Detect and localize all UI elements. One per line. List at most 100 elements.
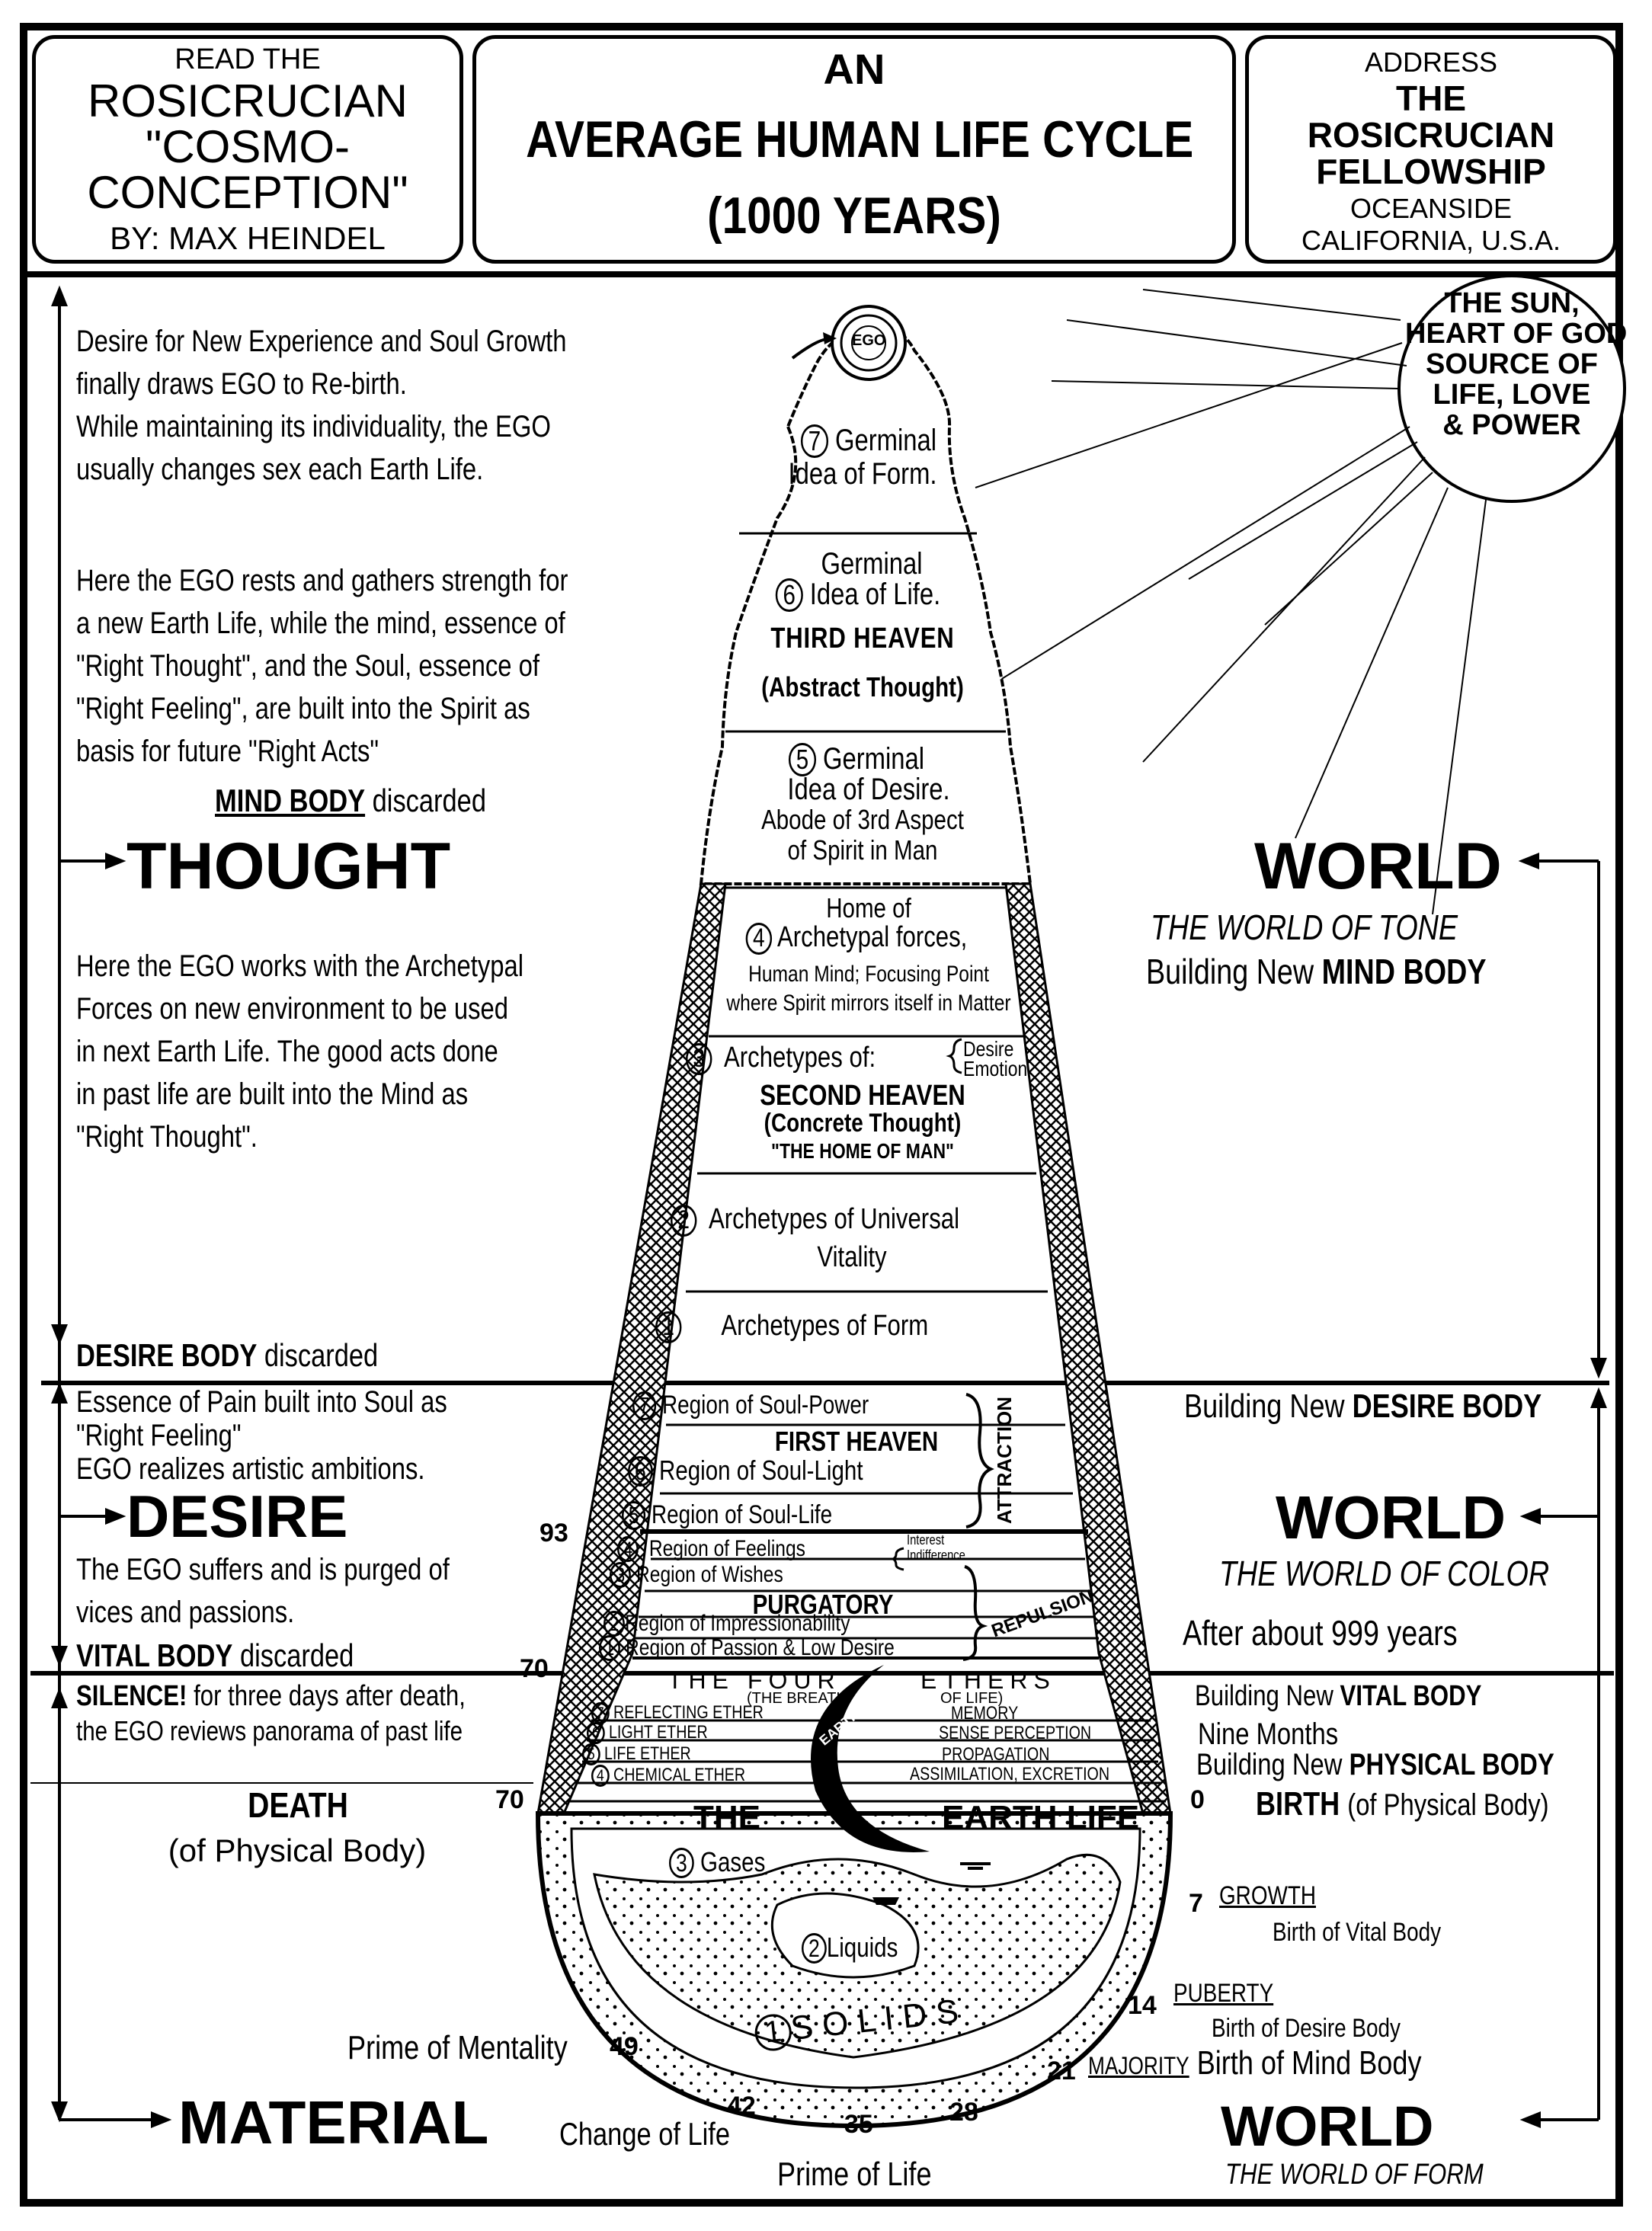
archetypes-of-form: 1 Archetypes of Form: [655, 1310, 929, 1343]
world-thought-label: WORLD: [1254, 830, 1502, 903]
assimilation-excretion: ASSIMILATION, EXCRETION: [910, 1764, 1110, 1784]
life-ether: 5 LIFE ETHER: [582, 1743, 691, 1765]
world-of-tone: THE WORLD OF TONE: [1151, 907, 1458, 947]
num-5: 5: [582, 1743, 600, 1765]
home-of-man: "THE HOME OF MAN": [771, 1139, 954, 1163]
death-sub: (of Physical Body): [168, 1832, 427, 1868]
num-2: 2: [603, 1611, 626, 1637]
header-left-line1: READ THE: [174, 43, 321, 75]
header-left-line3: "COSMO-: [146, 121, 350, 172]
reflecting-ether: 7 REFLECTING ETHER: [591, 1702, 764, 1724]
num-4: 4: [617, 1536, 639, 1563]
first-heaven-label: FIRST HEAVEN: [774, 1426, 939, 1457]
num-6: 6: [628, 1456, 653, 1487]
impressionability-text: Region of Impressionability: [625, 1611, 850, 1636]
puberty-sub: Birth of Desire Body: [1212, 2014, 1401, 2043]
header-title-years: (1000 YEARS): [707, 187, 1001, 245]
num-6: 6: [775, 578, 803, 612]
discarded-label: discarded: [372, 783, 486, 818]
header-left-line2: ROSICRUCIAN: [87, 75, 408, 126]
region-soul-life: 5 Region of Soul-Life: [622, 1500, 832, 1531]
majority-sub: Birth of Mind Body: [1196, 2044, 1422, 2082]
after-999-years: After about 999 years: [1183, 1613, 1458, 1653]
region-soul-power: 7 Region of Soul-Power: [632, 1391, 869, 1421]
vitality: Vitality: [817, 1241, 887, 1273]
birth-text: BIRTH (of Physical Body): [1256, 1785, 1549, 1823]
header-left-line5: BY: MAX HEINDEL: [110, 220, 386, 256]
purgatory-label: PURGATORY: [752, 1589, 894, 1620]
germinal-label: Germinal: [834, 424, 937, 457]
the-label: THE: [693, 1799, 760, 1836]
header-title-an: AN: [823, 45, 885, 93]
interest-small: Interest: [907, 1532, 945, 1548]
vital-body-discarded: VITAL BODY discarded: [76, 1637, 354, 1673]
sun-line5: & POWER: [1442, 409, 1581, 441]
idea-of-life: 6 Idea of Life.: [775, 578, 940, 612]
crescent-moon-icon: [811, 1665, 930, 1852]
puberty-label: PUBERTY: [1173, 1979, 1274, 2008]
idea-of-desire: Idea of Desire.: [787, 773, 950, 806]
propagation: PROPAGATION: [942, 1744, 1050, 1765]
growth-sub: Birth of Vital Body: [1273, 1918, 1442, 1947]
home-of: Home of: [826, 892, 911, 923]
age-28: 28: [949, 2098, 978, 2127]
num-4: 4: [591, 1765, 610, 1787]
sun-line3: SOURCE OF: [1426, 348, 1598, 380]
region-7-germinal: 7 Germinal: [800, 424, 937, 458]
num-7: 7: [591, 1702, 610, 1724]
header-title: AVERAGE HUMAN LIFE CYCLE: [526, 110, 1194, 168]
num-7: 7: [800, 424, 828, 458]
header-right-line3: ROSICRUCIAN: [1307, 115, 1555, 155]
header-center-box: [472, 35, 1236, 264]
num-5: 5: [788, 743, 816, 776]
header-right-line5: OCEANSIDE: [1349, 193, 1513, 224]
silence-label: SILENCE!: [76, 1680, 187, 1712]
region-passion: 1 Region of Passion & Low Desire: [599, 1635, 895, 1662]
age-42: 42: [727, 2092, 756, 2121]
age-14: 14: [1128, 1991, 1157, 2020]
growth-label: GROWTH: [1219, 1881, 1316, 1910]
header-right-line6: CALIFORNIA, U.S.A.: [1301, 225, 1561, 256]
life-ether-text: LIFE ETHER: [603, 1743, 691, 1764]
silence-text: SILENCE! for three days after death,: [76, 1680, 466, 1713]
num-2: 2: [802, 1933, 827, 1964]
archetypes-of: 3 Archetypes of:: [686, 1042, 876, 1075]
discarded-label: discarded: [239, 1637, 354, 1673]
region-of-wishes: 3 Region of Wishes: [610, 1562, 783, 1589]
header-right-box: [1245, 35, 1617, 264]
desire-body-bold: DESIRE BODY: [1352, 1388, 1542, 1425]
archetypes-of-form-text: Archetypes of Form: [721, 1310, 929, 1342]
abstract-thought: (Abstract Thought): [761, 671, 964, 703]
building-desire-body: Building New DESIRE BODY: [1184, 1388, 1542, 1425]
birth-sub: (of Physical Body): [1347, 1788, 1549, 1822]
desire-body-label: DESIRE BODY: [76, 1337, 258, 1373]
archetypes-universal-vitality: 2 Archetypes of Universal: [671, 1203, 959, 1237]
silence-rest: for three days after death,: [194, 1680, 466, 1712]
chemical-ether: 4 CHEMICAL ETHER: [591, 1765, 745, 1787]
ego-label: EGO: [852, 332, 886, 349]
region-5-germinal: 5 Germinal: [788, 742, 924, 776]
abode-of-3rd-aspect: Abode of 3rd Aspect: [761, 804, 964, 835]
header-left-line4: CONCEPTION": [87, 167, 408, 218]
boat-icon: [872, 1897, 899, 1905]
age-35: 35: [844, 2110, 873, 2139]
num-3: 3: [686, 1043, 712, 1075]
passion-text: Region of Passion & Low Desire: [626, 1635, 895, 1660]
building-pre: Building New: [1184, 1388, 1345, 1425]
discarded-label: discarded: [264, 1337, 379, 1373]
num-6: 6: [587, 1722, 605, 1744]
mind-body-label: MIND BODY: [215, 783, 366, 818]
majority-text: MAJORITY Birth of Mind Body: [1088, 2044, 1422, 2082]
building-mind-body: Building New MIND BODY: [1146, 952, 1486, 991]
age-7: 7: [1189, 1889, 1203, 1918]
archetypal-forces-text: Archetypal forces,: [776, 921, 968, 953]
prime-of-mentality: Prime of Mentality: [347, 2029, 568, 2066]
feelings-text: Region of Feelings: [648, 1536, 805, 1561]
num-7: 7: [632, 1391, 657, 1421]
concrete-thought: (Concrete Thought): [764, 1109, 962, 1138]
sun-line1: THE SUN,: [1444, 287, 1580, 319]
